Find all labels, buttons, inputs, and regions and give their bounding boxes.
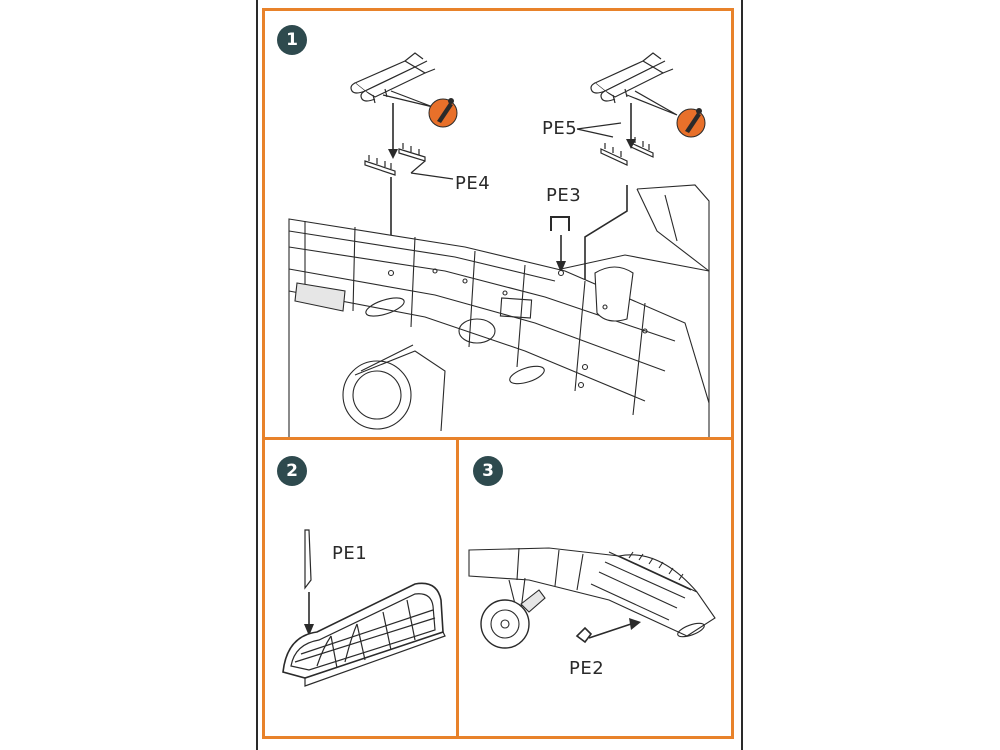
step-3-number: 3 (473, 456, 503, 486)
step-3-panel: 3 PE2 (456, 437, 734, 739)
canopy-drawing (282, 582, 446, 687)
step-3-drawing (468, 547, 716, 649)
cement-icon (428, 98, 458, 128)
pe3-part (550, 216, 570, 231)
page-edge-right (741, 0, 743, 750)
part-label-pe1: PE1 (332, 543, 368, 564)
rocket-pair-right (590, 52, 674, 104)
cement-icon (676, 108, 706, 138)
wing-underside-drawing (468, 547, 716, 649)
pe1-part (304, 529, 312, 590)
rocket-pair-left (350, 52, 436, 104)
step-2-panel: 2 PE1 (262, 437, 459, 739)
step-2-drawing (282, 529, 446, 687)
page-edge-left (256, 0, 258, 750)
step-1-drawing (288, 52, 710, 437)
part-label-pe3: PE3 (546, 185, 582, 206)
part-label-pe5: PE5 (542, 118, 578, 139)
pe5-parts (600, 137, 654, 166)
part-label-pe2: PE2 (569, 658, 605, 679)
pe2-part (575, 626, 593, 644)
step-2-number: 2 (277, 456, 307, 486)
pe4-parts (364, 143, 426, 176)
part-label-pe4: PE4 (455, 173, 491, 194)
step-1-panel: 1 PE5 PE4 PE3 (262, 8, 734, 440)
wing-drawing (288, 184, 710, 437)
step-1-number: 1 (277, 25, 307, 55)
